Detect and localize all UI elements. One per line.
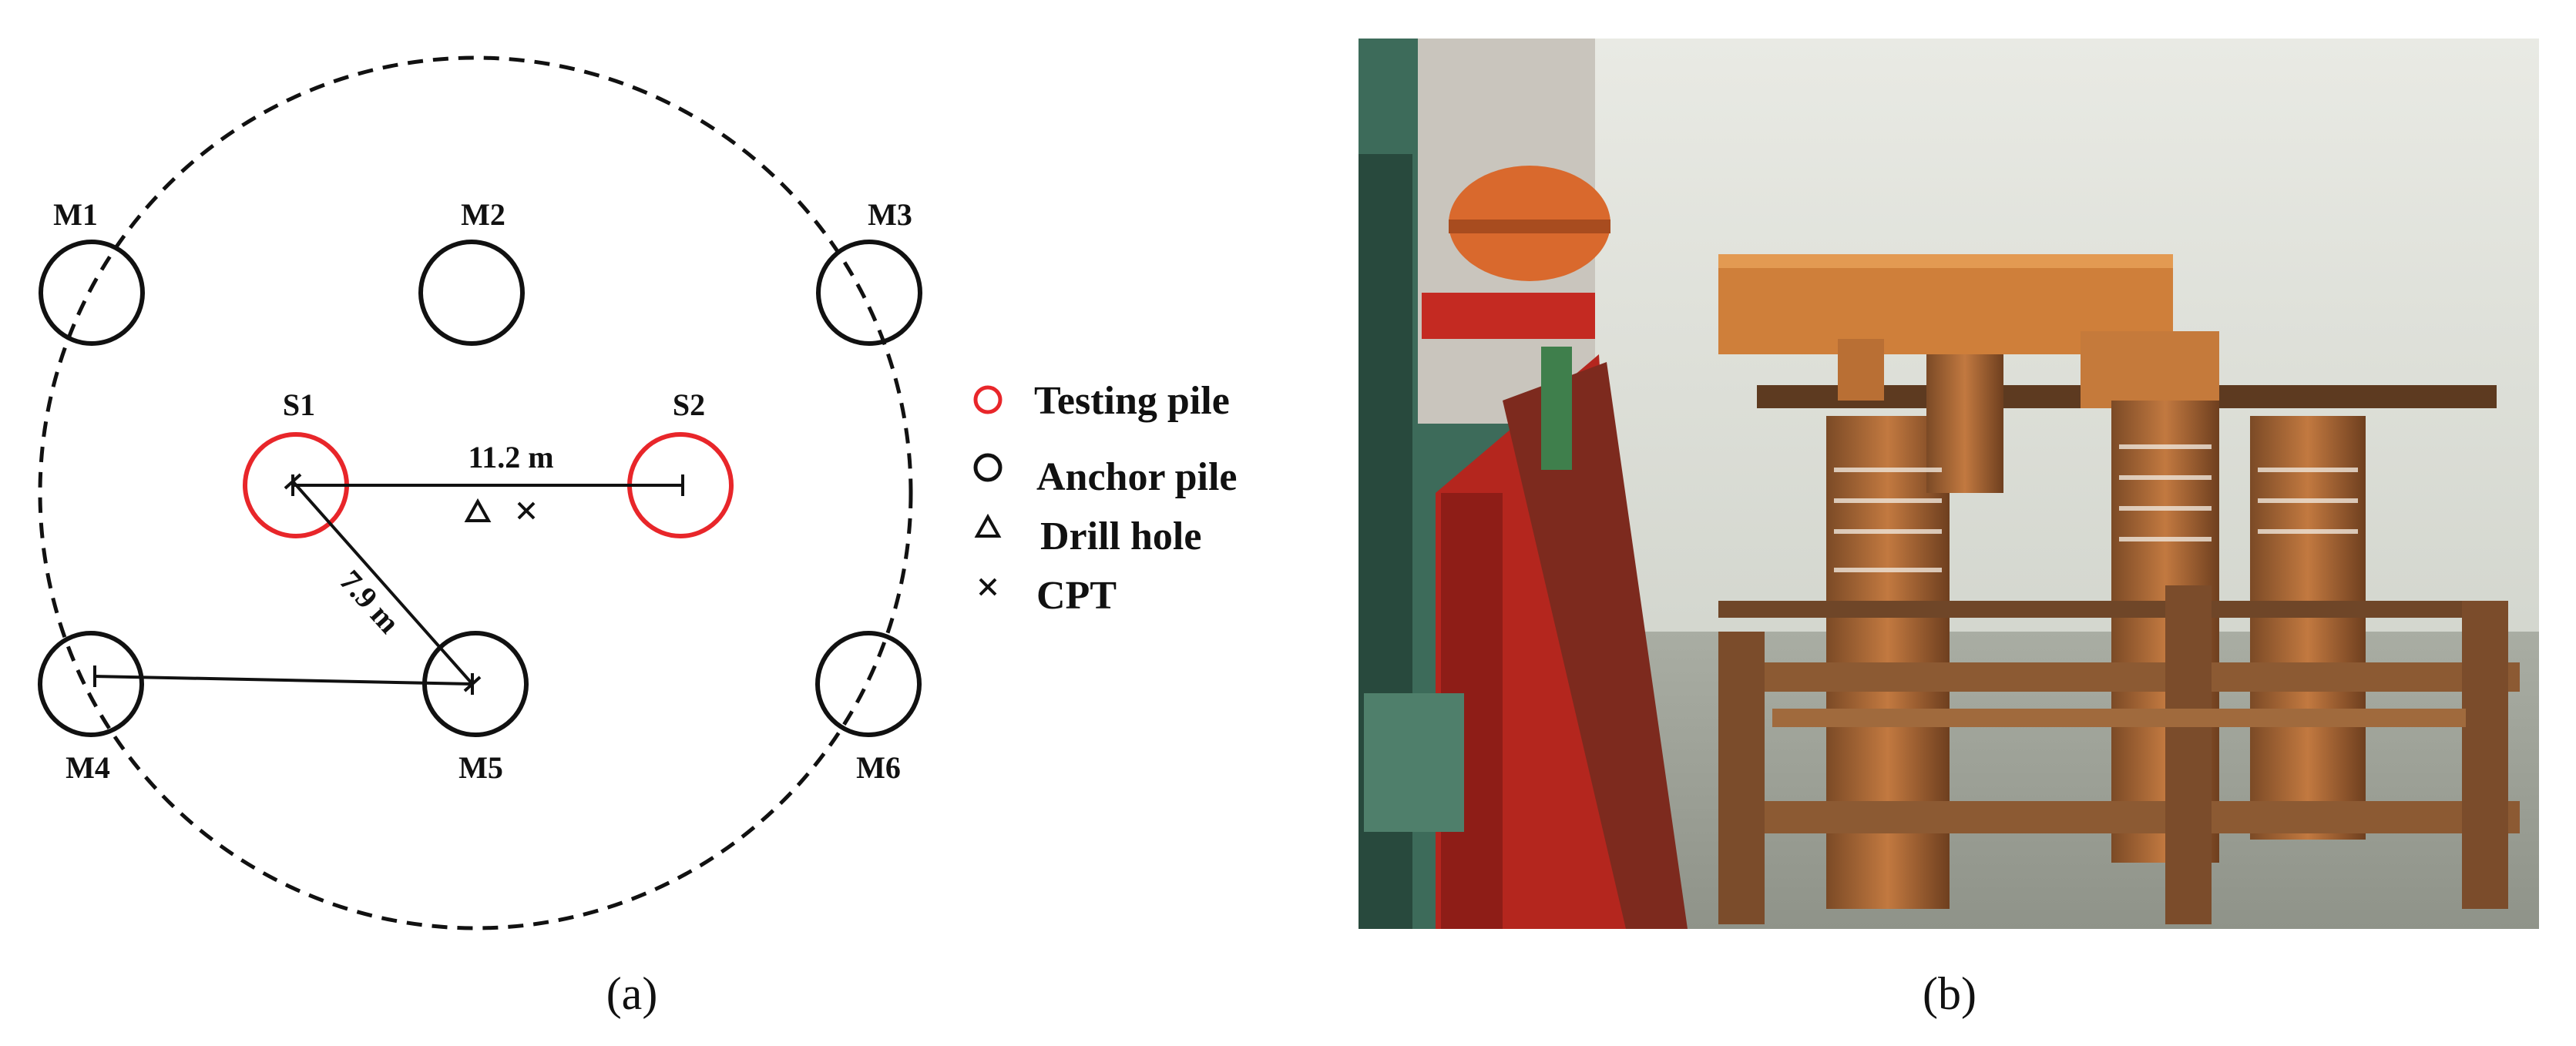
dimension-m4-m5 xyxy=(93,665,474,695)
caption-b: (b) xyxy=(1923,968,1977,1019)
boundary-circle xyxy=(38,55,913,930)
cpt-marker xyxy=(517,501,536,520)
layout-diagram: M1 M2 M3 M4 M5 M6 S1 S2 11.2 m 7.9 m xyxy=(38,55,922,930)
pile-m3 xyxy=(816,240,922,346)
legend-anchor-pile-icon xyxy=(973,453,1003,482)
caption-a: (a) xyxy=(606,968,658,1019)
site-photo xyxy=(1359,39,2539,929)
label-m6: M6 xyxy=(856,750,901,785)
legend: Testing pile Anchor pile Drill hole CPT xyxy=(973,379,1238,618)
dimension-label-s1-m5: 7.9 m xyxy=(333,563,407,639)
legend-drill-hole-icon xyxy=(974,513,1002,538)
legend-anchor-pile-label: Anchor pile xyxy=(1036,455,1238,499)
label-m1: M1 xyxy=(53,197,98,232)
legend-drill-hole-label: Drill hole xyxy=(1040,515,1201,558)
pile-m4 xyxy=(38,631,144,737)
drill-hole-marker xyxy=(464,498,492,522)
label-s2: S2 xyxy=(673,387,705,422)
pile-m6 xyxy=(815,631,922,737)
pile-m2 xyxy=(418,240,525,346)
dimension-label-s1-s2: 11.2 m xyxy=(468,440,553,474)
pile-m1 xyxy=(39,240,145,346)
label-m4: M4 xyxy=(65,750,110,785)
dimension-s1-m5 xyxy=(284,473,482,692)
label-m5: M5 xyxy=(458,750,503,785)
legend-testing-pile-label: Testing pile xyxy=(1034,379,1230,423)
legend-cpt-icon xyxy=(979,578,997,596)
label-m3: M3 xyxy=(868,197,912,232)
legend-testing-pile-icon xyxy=(973,385,1003,414)
label-s1: S1 xyxy=(283,387,315,422)
label-m2: M2 xyxy=(461,197,505,232)
dimension-s1-s2 xyxy=(291,474,684,496)
legend-cpt-label: CPT xyxy=(1036,574,1117,618)
